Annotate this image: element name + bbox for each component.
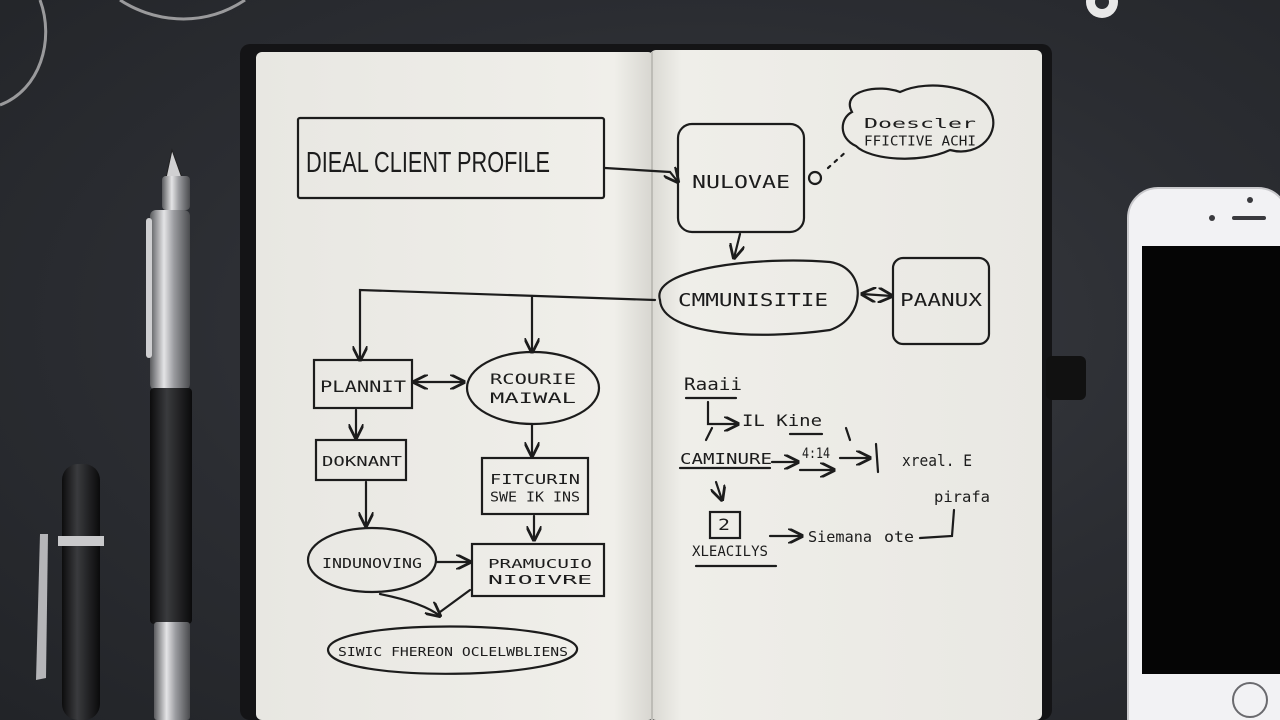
nulovae-label: NULOVAE: [692, 172, 790, 193]
elastic-band: [1046, 356, 1086, 400]
gear-icon: [1086, 0, 1118, 18]
communisitie-label: CMMUNISITIE: [678, 290, 828, 311]
indunoving-label: INDUNOVING: [322, 557, 422, 572]
note-ote: ote: [884, 528, 914, 546]
right-page: [650, 50, 1042, 720]
doknant-label: DOKNANT: [322, 455, 402, 470]
plannit-label: PLANNIT: [320, 377, 406, 396]
bottom-oval-label: SIWIC FHEREON OCLELWBLIENS: [338, 645, 568, 659]
left-page-diagram: [296, 116, 678, 675]
paanux-label: PAANUX: [900, 290, 982, 311]
note-rail: Raaii: [684, 375, 742, 395]
fountain-pen: [146, 148, 192, 720]
note-4: 4:14: [802, 446, 830, 462]
note-stemano: Siemana: [808, 528, 872, 546]
note-ilkine: IL Kine: [742, 411, 822, 430]
black-pen: [36, 464, 104, 720]
note-caminur: CAMINURE: [680, 450, 772, 468]
profile-title: DIEAL CLIENT PROFILE: [306, 147, 550, 179]
eyeglasses: [0, 0, 246, 107]
note-xleacilys: XLEACILYS: [692, 544, 768, 560]
note-xreal: xreal. E: [902, 451, 972, 470]
note-pirafa: pirafa: [934, 488, 990, 506]
note-2: 2: [718, 515, 730, 534]
right-page-diagram: [658, 84, 995, 568]
smartphone: [1127, 187, 1280, 720]
